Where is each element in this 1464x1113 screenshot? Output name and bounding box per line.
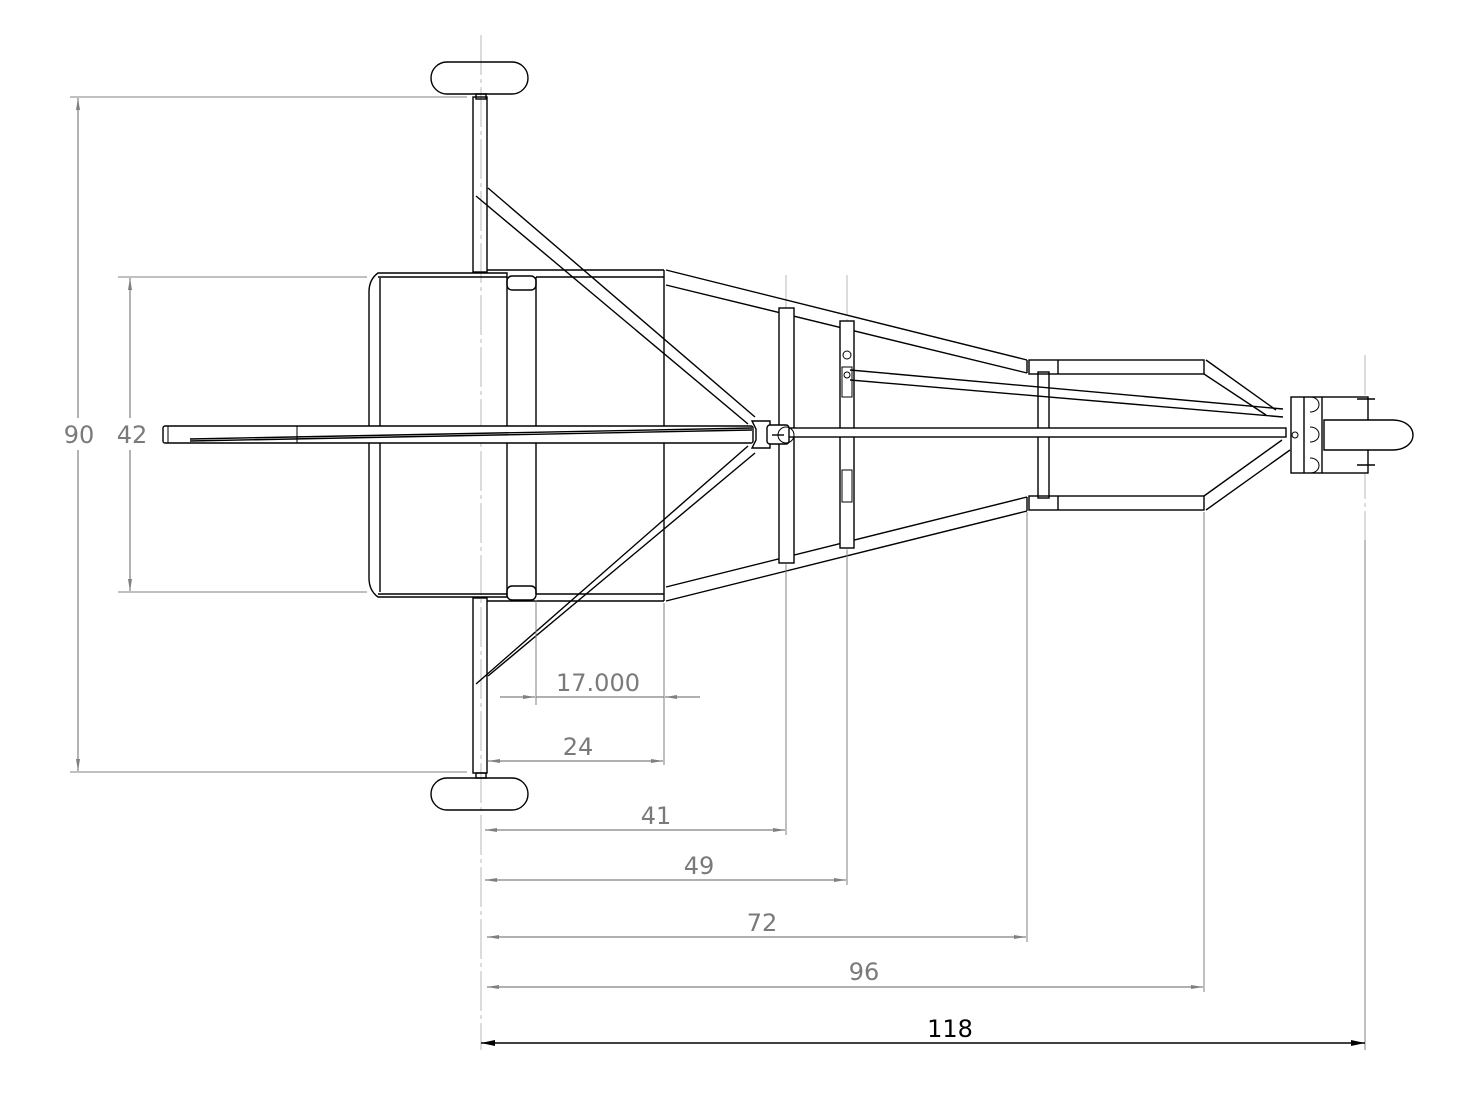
front-wheel-bottom <box>430 772 529 811</box>
wheel-icon <box>1323 419 1414 451</box>
center-hub <box>750 420 795 449</box>
dim-label-24: 24 <box>563 733 594 761</box>
dim-label-72: 72 <box>747 909 778 937</box>
rear-wheel <box>1323 419 1414 451</box>
centerlines <box>480 35 1366 1050</box>
front-wheel-top <box>430 61 529 100</box>
rear-rails <box>1028 359 1291 511</box>
center-spine <box>162 425 1287 444</box>
wheel-icon <box>430 777 529 811</box>
dim-label-49: 49 <box>684 852 715 880</box>
dim-label-17: 17.000 <box>556 669 640 697</box>
dim-label-42: 42 <box>117 421 148 449</box>
dimension-lines <box>76 98 1365 1046</box>
dim-label-118: 118 <box>927 1015 973 1043</box>
linkage-rod <box>843 369 1284 418</box>
seat <box>368 272 537 601</box>
front-axle <box>472 96 488 774</box>
dimension-labels: 90 42 17.000 24 41 49 72 96 118 <box>58 418 973 1043</box>
dim-label-41: 41 <box>641 802 672 830</box>
dim-label-96: 96 <box>849 958 880 986</box>
wheel-icon <box>430 61 529 95</box>
extension-lines <box>70 96 1366 1050</box>
diagonal-braces <box>475 187 756 685</box>
dim-label-90: 90 <box>64 421 95 449</box>
